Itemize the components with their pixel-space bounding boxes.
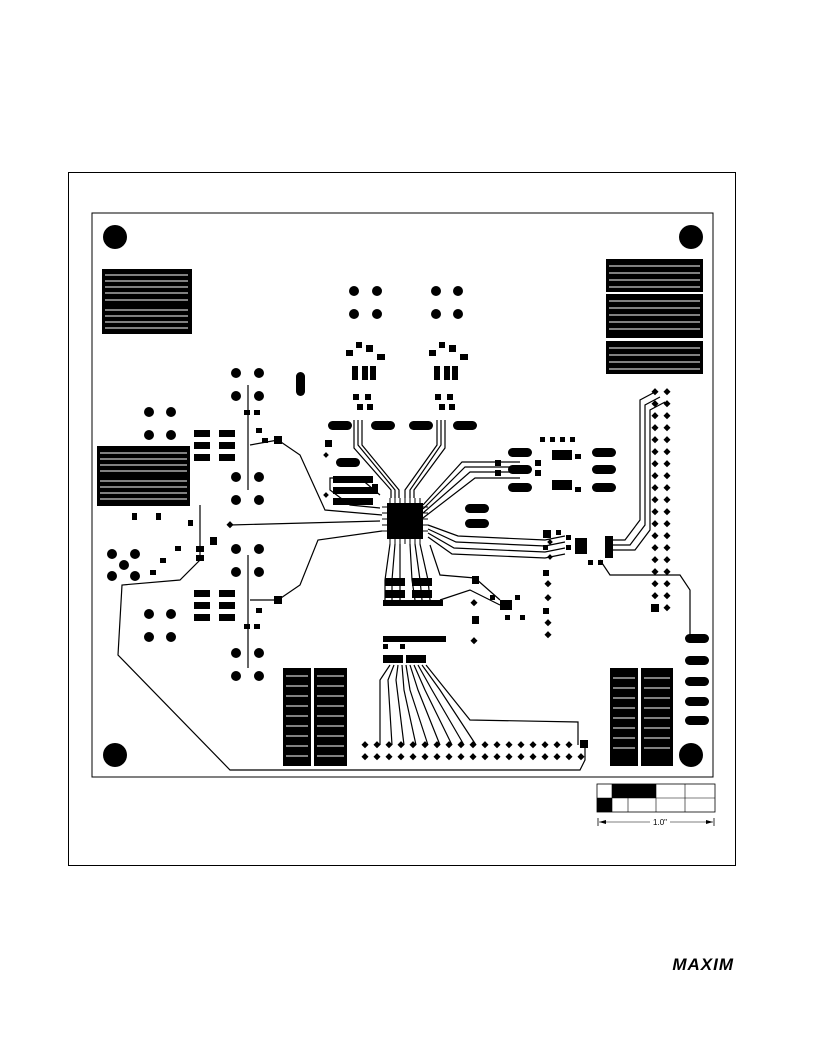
mounting-hole-top-left (103, 225, 127, 249)
text-block-left-middle (97, 446, 190, 506)
scale-bar: 1.0" (596, 783, 716, 827)
brand-logo: MAXIM (672, 955, 734, 974)
text-block-top-right (606, 259, 703, 374)
right-header-pads (651, 388, 671, 612)
central-ic (382, 498, 428, 544)
smd-components (132, 342, 613, 663)
bottom-header-pads (361, 740, 588, 761)
text-block-top-left (102, 269, 192, 334)
right-oval-pads (685, 634, 709, 725)
round-pads (107, 286, 463, 681)
text-block-bottom-center (283, 668, 347, 766)
figure-frame (68, 172, 736, 866)
top-oval-pads (296, 372, 616, 528)
mounting-hole-bottom-left (103, 743, 127, 767)
mounting-hole-bottom-right (679, 743, 703, 767)
text-block-bottom-right (610, 668, 673, 766)
scale-bar-label: 1.0" (653, 818, 667, 827)
board-outline (91, 212, 714, 778)
via-markers (226, 452, 553, 645)
mounting-hole-top-right (679, 225, 703, 249)
brand-logo-text: MAXIM (672, 955, 734, 974)
mounting-holes (103, 225, 703, 767)
